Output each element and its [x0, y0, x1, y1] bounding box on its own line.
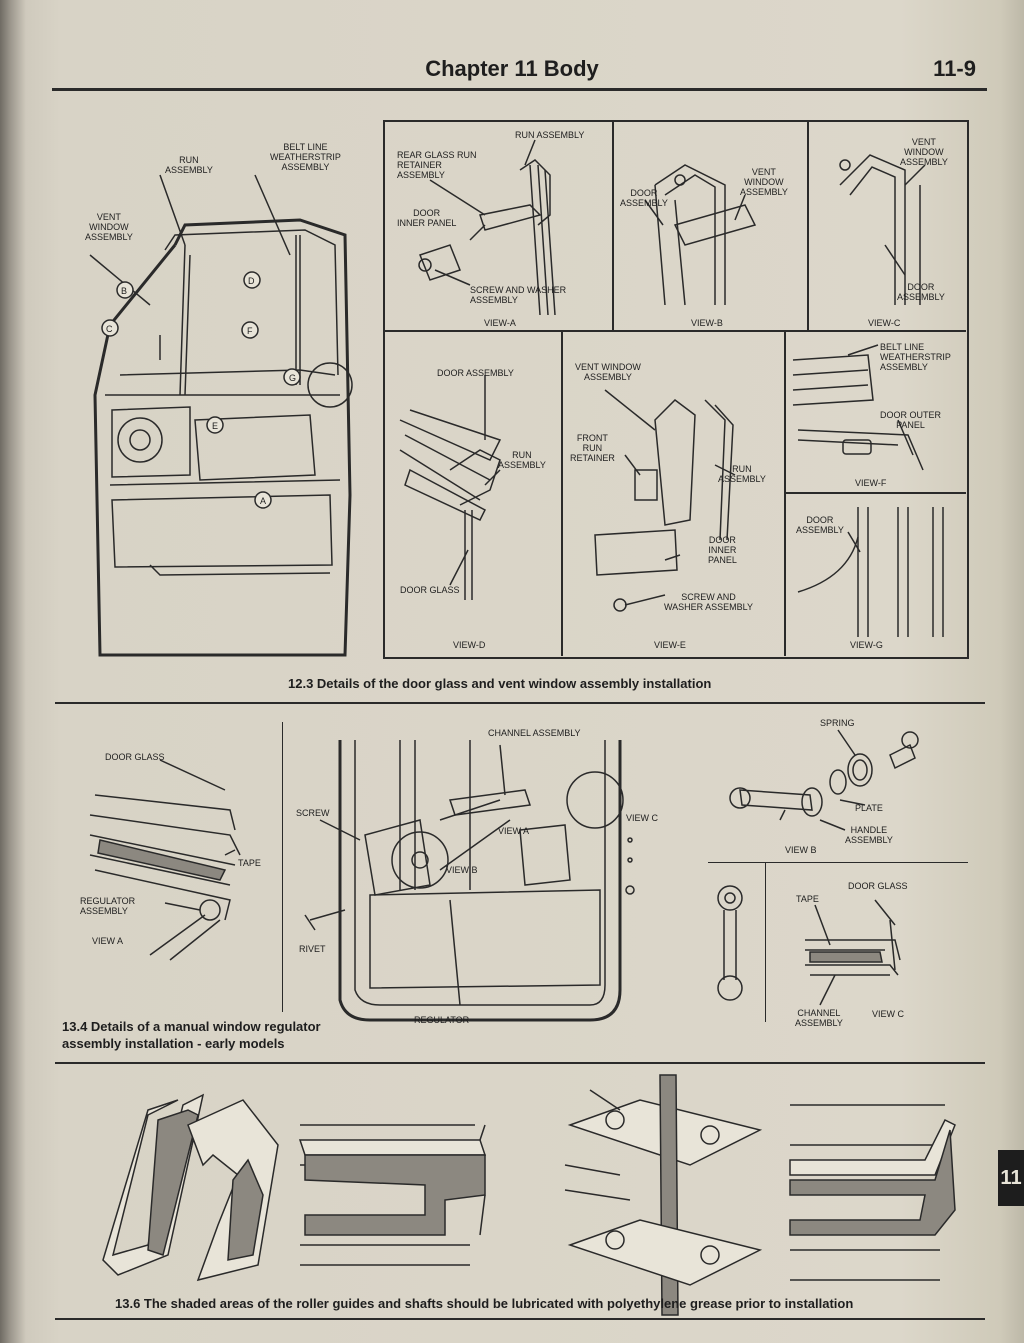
footer-rule [55, 1318, 985, 1320]
caption-13-4: 13.4 Details of a manual window regulato… [62, 1019, 321, 1051]
view-d-glass: DOOR GLASS [400, 585, 460, 595]
arm-drawing [717, 885, 743, 1001]
view-e-drawing [594, 389, 736, 612]
view-a-drawing [418, 139, 556, 316]
callout-f [241, 321, 259, 339]
chapter-tab: 11 [998, 1150, 1024, 1206]
label-view-a: VIEW A [92, 936, 124, 946]
view-b-vent: VENT WINDOW ASSEMBLY [740, 167, 788, 197]
caption-13-6: 13.6 The shaded areas of the roller guid… [115, 1296, 854, 1311]
divider-1 [55, 702, 985, 704]
label-view-b-handle: VIEW B [785, 845, 817, 855]
view-g-door: DOOR ASSEMBLY [796, 515, 844, 535]
view-c-title: VIEW-C [868, 318, 901, 328]
label-view-c-c: VIEW C [872, 1009, 905, 1019]
view-a-rear-glass: REAR GLASS RUN RETAINER ASSEMBLY [397, 150, 477, 180]
callout-f-text: F [247, 326, 253, 336]
header-rule [52, 88, 987, 91]
roller-guide-2-drawing [298, 1124, 487, 1266]
view-c-vent: VENT WINDOW ASSEMBLY [900, 137, 948, 167]
view-b-title: VIEW-B [691, 318, 723, 328]
label-channel-c: CHANNEL ASSEMBLY [795, 1008, 843, 1028]
view-f-drawing [792, 344, 924, 471]
label-channel-assembly: CHANNEL ASSEMBLY [488, 728, 581, 738]
view-f-belt: BELT LINE WEATHERSTRIP ASSEMBLY [880, 342, 951, 372]
label-vent-window: VENT WINDOW ASSEMBLY [85, 212, 133, 242]
view-a-glass-drawing [89, 759, 241, 961]
callout-c-text: C [106, 324, 113, 334]
view-b-handle-drawing [729, 729, 919, 831]
callout-b [116, 281, 134, 299]
label-regulator-assembly: REGULATOR ASSEMBLY [80, 896, 136, 916]
label-plate: PLATE [855, 803, 883, 813]
view-e-vent: VENT WINDOW ASSEMBLY [575, 362, 641, 382]
regulator-main-drawing [304, 740, 635, 1022]
view-a-inner-panel: DOOR INNER PANEL [397, 208, 457, 228]
shaft-drawing [564, 1074, 763, 1316]
label-door-glass-c: DOOR GLASS [848, 881, 908, 891]
divider-2 [55, 1062, 985, 1064]
callout-d-text: D [248, 276, 255, 286]
view-d-door: DOOR ASSEMBLY [437, 368, 514, 378]
callout-circles [101, 271, 301, 509]
view-c-door: DOOR ASSEMBLY [897, 282, 945, 302]
view-e-title: VIEW-E [654, 640, 686, 650]
view-a-screw: SCREW AND WASHER ASSEMBLY [470, 285, 567, 305]
view-c-channel-drawing [805, 899, 901, 1006]
view-d-run: RUN ASSEMBLY [498, 450, 546, 470]
caption-12-3: 12.3 Details of the door glass and vent … [288, 676, 712, 691]
view-a-title: VIEW-A [484, 318, 516, 328]
callout-a [254, 491, 272, 509]
fig-13-4-vline-2 [765, 862, 766, 1022]
page-number: 11-9 [933, 56, 976, 81]
chapter-title: Chapter 11 Body [425, 56, 599, 81]
grid-h-line-2 [785, 492, 966, 494]
view-c-drawing [839, 154, 926, 305]
view-d-title: VIEW-D [453, 640, 486, 650]
roller-guide-3-drawing [789, 1104, 956, 1281]
callout-e-text: E [212, 421, 219, 431]
label-view-a-main: VIEW A [498, 826, 530, 836]
callout-g-text: G [289, 373, 297, 383]
label-run-assembly: RUN ASSEMBLY [165, 155, 213, 175]
callout-d [243, 271, 261, 289]
view-d-drawing [399, 375, 502, 600]
view-b-drawing [644, 164, 757, 306]
callout-e [206, 416, 224, 434]
label-door-glass: DOOR GLASS [105, 752, 165, 762]
callout-c [101, 319, 119, 337]
label-tape-c: TAPE [796, 894, 819, 904]
callout-b-text: B [121, 286, 128, 296]
view-b-door: DOOR ASSEMBLY [620, 188, 668, 208]
view-e-front: FRONT RUN RETAINER [570, 433, 615, 463]
label-rivet: RIVET [299, 944, 326, 954]
callout-a-text: A [260, 496, 267, 506]
roller-guide-1-drawing [102, 1093, 279, 1282]
label-regulator: REGULATOR [414, 1015, 470, 1025]
view-g-title: VIEW-G [850, 640, 883, 650]
view-a-run: RUN ASSEMBLY [515, 130, 585, 140]
label-spring: SPRING [820, 718, 855, 728]
grid-v-line-3 [561, 331, 563, 656]
view-e-inner: DOOR INNER PANEL [708, 535, 737, 565]
label-screw: SCREW [296, 808, 330, 818]
callout-g [283, 368, 301, 386]
fig-13-4-vline-1 [282, 722, 283, 1012]
view-e-screw: SCREW AND WASHER ASSEMBLY [664, 592, 754, 612]
view-f-title: VIEW-F [855, 478, 887, 488]
view-e-run: RUN ASSEMBLY [718, 464, 766, 484]
label-view-c-main: VIEW C [626, 813, 659, 823]
view-f-outer: DOOR OUTER PANEL [880, 410, 942, 430]
label-handle-assembly: HANDLE ASSEMBLY [845, 825, 893, 845]
label-belt-line: BELT LINE WEATHERSTRIP ASSEMBLY [270, 142, 341, 172]
grid-h-line [384, 330, 966, 332]
views-grid-frame [383, 120, 969, 659]
fig-13-4-hline [708, 862, 968, 863]
view-g-drawing [797, 507, 944, 637]
grid-v-line-2 [807, 121, 809, 331]
label-view-b-main: VIEW B [446, 865, 478, 875]
label-tape: TAPE [238, 858, 261, 868]
grid-v-line-1 [612, 121, 614, 331]
